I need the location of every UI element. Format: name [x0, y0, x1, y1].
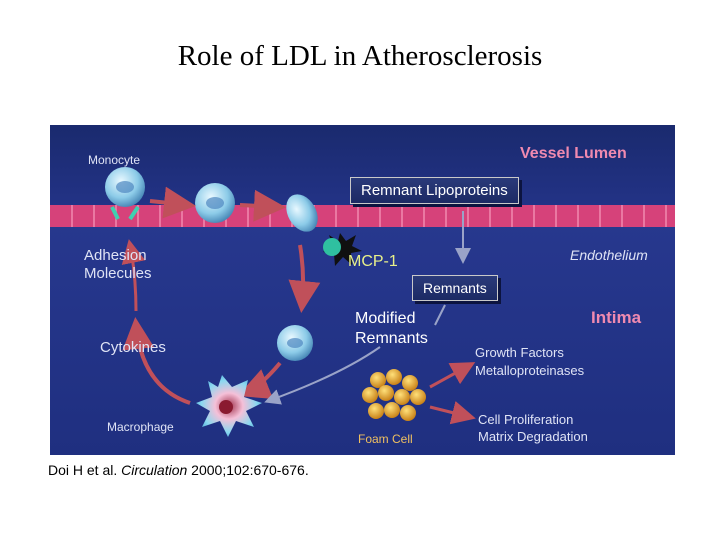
citation-journal: Circulation	[121, 462, 188, 478]
adhesion-molecules-label-1: Adhesion	[84, 247, 147, 264]
cell-proliferation-label: Cell Proliferation	[478, 412, 574, 427]
adhesion-molecules-label-2: Molecules	[84, 265, 152, 282]
monocyte-cell-3	[286, 194, 318, 232]
modified-remnants-label-1: Modified	[355, 310, 416, 327]
monocyte-label: Monocyte	[88, 153, 141, 167]
remnant-lipoproteins-box: Remnant Lipoproteins	[350, 177, 519, 204]
mcp1-star-icon	[323, 233, 362, 266]
arrow-modified-to-macrophage	[264, 346, 381, 405]
arrow-cytokines-loop	[122, 317, 191, 405]
foam-cell-label: Foam Cell	[358, 432, 413, 446]
citation-details: 2000;102:670-676.	[187, 462, 309, 478]
arrow-to-macrophage	[237, 361, 282, 399]
cytokines-label: Cytokines	[100, 339, 166, 356]
intima-label: Intima	[591, 308, 642, 327]
endothelium-layer	[50, 205, 675, 227]
arrow-monocyte-2	[239, 189, 286, 222]
slide-title: Role of LDL in Atherosclerosis	[177, 40, 543, 72]
diagram-panel: Monocyte Vessel Lumen Remnant Lipoprotei…	[50, 125, 675, 455]
monocyte-cell-1	[105, 167, 145, 207]
diagram-svg	[50, 125, 675, 455]
growth-factors-label: Growth Factors	[475, 345, 564, 360]
mcp1-label: MCP-1	[348, 253, 398, 270]
arrow-to-adhesion	[121, 239, 146, 312]
arrow-to-proliferation	[429, 400, 476, 425]
vessel-lumen-label: Vessel Lumen	[520, 145, 627, 162]
modified-remnants-label-2: Remnants	[355, 330, 428, 347]
remnants-box: Remnants	[412, 275, 498, 301]
foam-cell-cluster	[362, 369, 426, 421]
vessel-lumen-region	[50, 125, 675, 219]
adhesion-molecule-shape	[110, 205, 140, 221]
citation-authors: Doi H et al.	[48, 462, 122, 478]
macrophage-cell	[196, 375, 262, 437]
arrow-monocyte-down	[288, 244, 321, 313]
monocyte-cell-2	[195, 183, 235, 223]
macrophage-label: Macrophage	[107, 420, 174, 434]
arrow-monocyte-1	[149, 186, 196, 219]
citation: Doi H et al. Circulation 2000;102:670-67…	[48, 462, 309, 478]
intima-monocyte	[277, 325, 313, 361]
matrix-degradation-label: Matrix Degradation	[478, 429, 588, 444]
arrow-remnants-modified	[434, 304, 446, 326]
metalloproteinases-label: Metalloproteinases	[475, 363, 585, 378]
endothelium-label: Endothelium	[570, 247, 648, 263]
arrow-to-growth-factors	[429, 362, 476, 389]
